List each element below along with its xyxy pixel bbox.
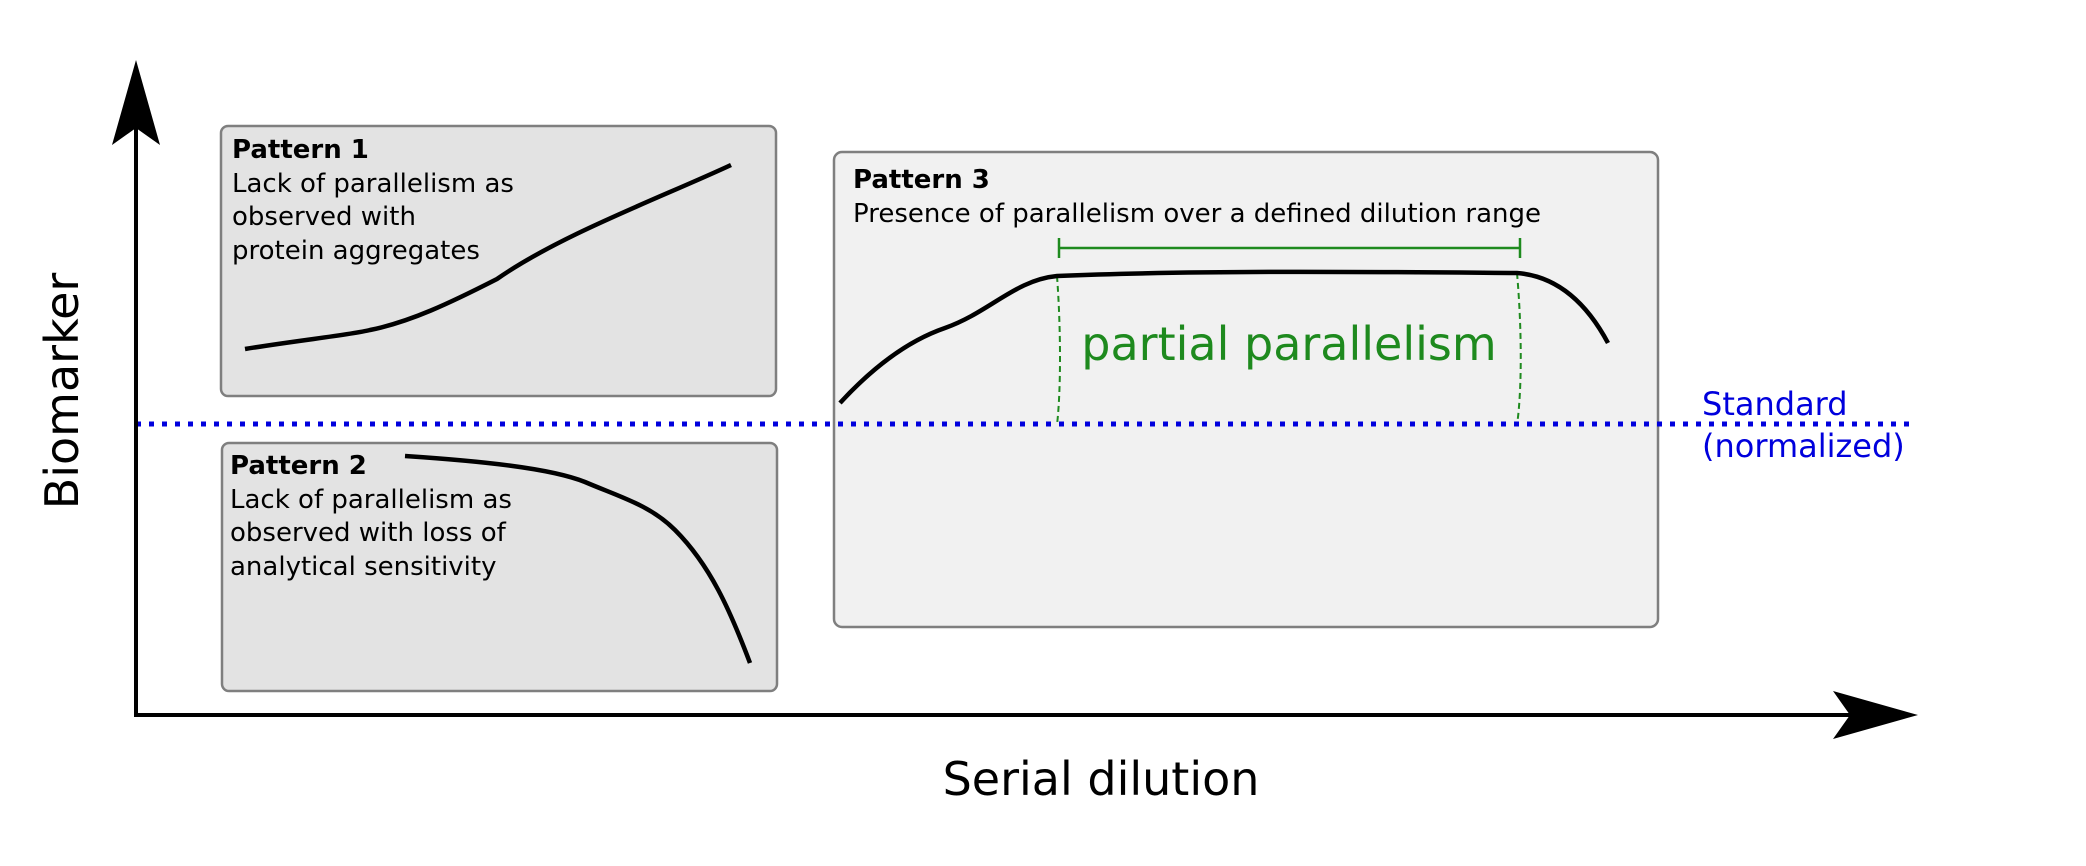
standard-label-line-2: (normalized) — [1702, 427, 1905, 465]
pattern-2-desc-line-1: Lack of parallelism as — [230, 485, 512, 515]
y-axis-label: Biomarker — [35, 273, 89, 510]
pattern-1-desc-line-1: Lack of parallelism as — [232, 169, 514, 199]
pattern-3-title: Pattern 3 — [853, 165, 990, 195]
pattern-2-panel: Pattern 2 Lack of parallelism as observe… — [220, 441, 779, 693]
pattern-1-desc-line-3: protein aggregates — [232, 236, 480, 266]
x-axis-label: Serial dilution — [943, 752, 1260, 806]
pattern-1-desc-line-2: observed with — [232, 202, 416, 232]
pattern-1-box — [219, 124, 778, 398]
pattern-1-curve — [244, 162, 732, 352]
parallelism-left-boundary — [1056, 275, 1061, 426]
pattern-3-desc-line-1: Presence of parallelism over a defined d… — [853, 199, 1541, 229]
parallelism-range-bracket — [1057, 238, 1522, 258]
y-axis-arrow-icon — [112, 60, 160, 145]
pattern-1-panel: Pattern 1 Lack of parallelism as observe… — [219, 124, 778, 398]
x-axis-arrow-icon — [1833, 691, 1918, 739]
axes: Serial dilution Biomarker — [35, 60, 1918, 806]
pattern-2-curve — [404, 453, 753, 664]
pattern-3-curve — [838, 269, 1610, 405]
standard-label-line-1: Standard — [1702, 385, 1848, 423]
pattern-2-desc-line-3: analytical sensitivity — [230, 552, 497, 582]
pattern-1-title: Pattern 1 — [232, 135, 369, 165]
pattern-2-desc-line-2: observed with loss of — [230, 518, 507, 548]
pattern-3-panel: Pattern 3 Presence of parallelism over a… — [832, 150, 1660, 629]
pattern-2-title: Pattern 2 — [230, 451, 367, 481]
partial-parallelism-label: partial parallelism — [1081, 317, 1496, 371]
parallelism-right-boundary — [1516, 272, 1522, 426]
